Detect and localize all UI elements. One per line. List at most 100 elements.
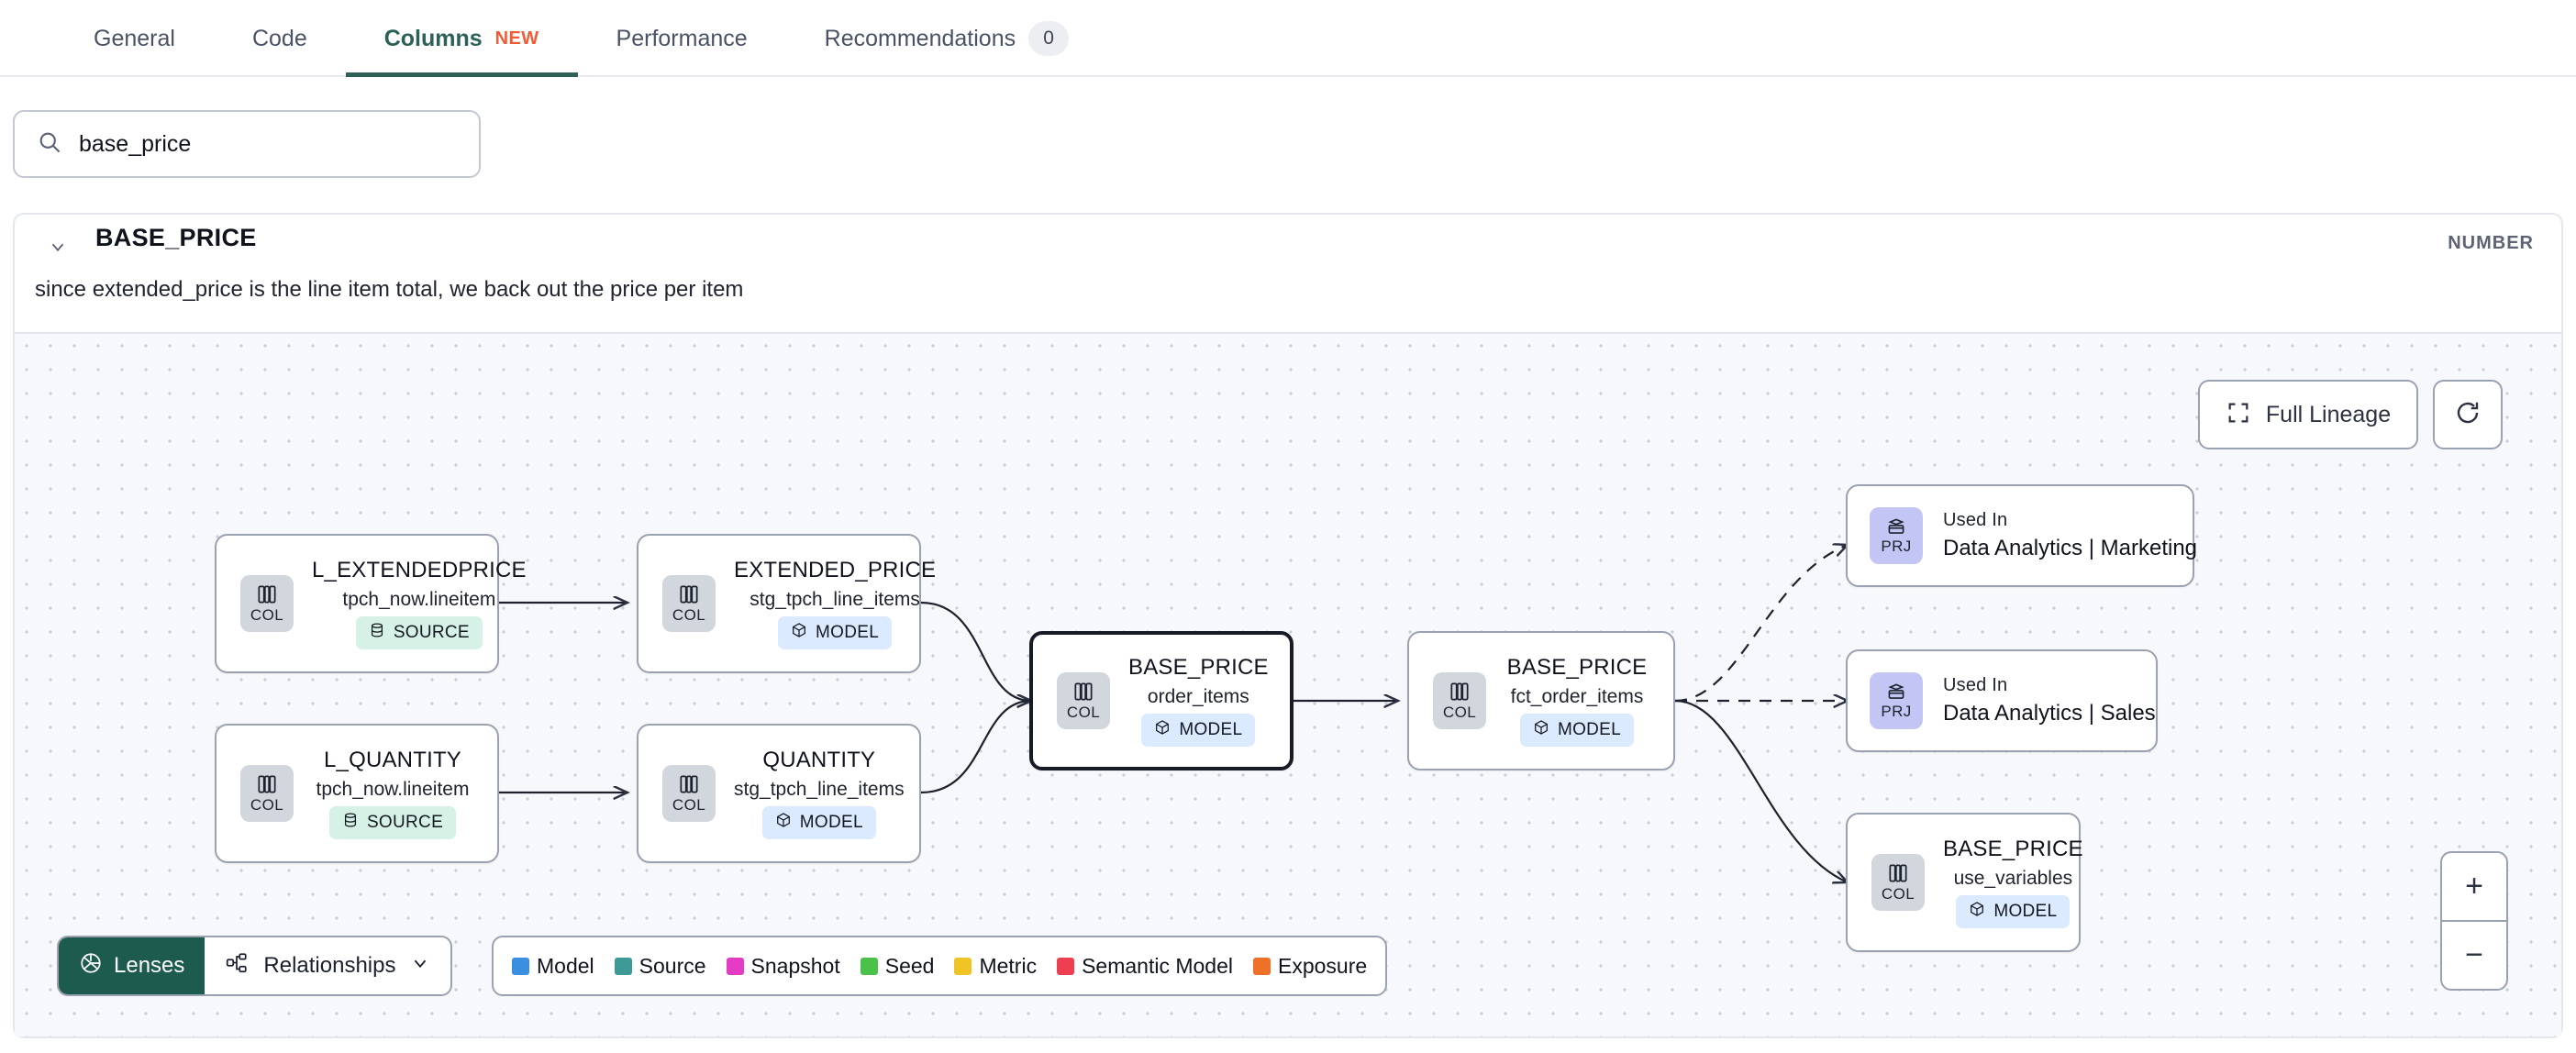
legend-swatch [614, 957, 632, 975]
kind-label: COL [1442, 703, 1477, 721]
legend-item[interactable]: Snapshot [726, 953, 840, 979]
tab-label: Code [251, 25, 307, 51]
node-subtitle: Data Analytics | Sales [1943, 701, 2156, 726]
legend-item[interactable]: Seed [860, 954, 934, 979]
zoom-out-button[interactable]: − [2465, 937, 2483, 972]
badge-label: SOURCE [393, 623, 470, 642]
node-subtitle: stg_tpch_line_items [749, 589, 920, 610]
node-subtitle: use_variables [1953, 868, 2073, 889]
tab-columns[interactable]: Columns NEW [345, 0, 578, 77]
legend-swatch [1253, 957, 1271, 975]
badge-label: MODEL [1557, 720, 1622, 739]
relationships-dropdown[interactable]: Relationships [205, 937, 450, 994]
expand-icon [2226, 400, 2251, 430]
cube-icon [791, 622, 807, 644]
column-kind-icon: COL [240, 575, 294, 632]
node-subtitle: fct_order_items [1510, 686, 1644, 707]
zoom-controls: + − [2440, 851, 2508, 991]
project-kind-icon: PRJ [1870, 507, 1923, 564]
node-type-badge: MODEL [761, 806, 876, 839]
node-subtitle: tpch_now.lineitem [342, 589, 496, 610]
node-subtitle: Data Analytics | Marketing [1943, 536, 2198, 560]
lineage-edges [495, 334, 2561, 1036]
search-value: base_price [79, 130, 192, 157]
legend-swatch [726, 957, 744, 975]
column-kind-icon: COL [1057, 672, 1110, 729]
node-type-badge: SOURCE [355, 616, 483, 649]
lineage-node-selected[interactable]: COL BASE_PRICE order_items MODEL [1029, 631, 1294, 770]
legend-label: Model [537, 953, 594, 978]
node-title: Used In [1943, 675, 2008, 695]
zoom-in-button[interactable]: + [2442, 853, 2506, 922]
legend-label: Semantic Model [1082, 953, 1233, 978]
tab-recommendations[interactable]: Recommendations 0 [786, 0, 1107, 77]
lineage-node[interactable]: COL BASE_PRICE use_variables MODEL [1846, 813, 2083, 952]
full-lineage-button[interactable]: Full Lineage [2198, 380, 2418, 449]
lineage-node[interactable]: COL QUANTITY stg_tpch_line_items MODEL [637, 724, 921, 863]
lineage-node[interactable]: COL EXTENDED_PRICE stg_tpch_line_items M… [637, 534, 936, 673]
lineage-canvas[interactable]: COL L_EXTENDEDPRICE tpch_now.lineitem SO… [15, 332, 2561, 1036]
column-kind-icon: COL [1433, 672, 1486, 729]
legend-item[interactable]: Semantic Model [1057, 954, 1233, 979]
tab-general[interactable]: General [55, 0, 214, 77]
column-description: since extended_price is the line item to… [35, 277, 744, 302]
column-kind-icon: COL [1871, 854, 1925, 911]
node-type-badge: MODEL [1141, 714, 1256, 747]
legend-label: Snapshot [750, 953, 840, 978]
search-input[interactable]: base_price [13, 110, 481, 178]
column-kind-icon: COL [240, 765, 294, 822]
kind-label: COL [1881, 884, 1915, 903]
node-subtitle: order_items [1147, 686, 1249, 707]
refresh-button[interactable] [2433, 380, 2503, 449]
chevron-down-icon[interactable] [48, 237, 68, 257]
lineage-node[interactable]: COL L_QUANTITY tpch_now.lineitem SOURCE [215, 724, 499, 863]
column-title: BASE_PRICE [95, 224, 257, 251]
column-datatype: NUMBER [2448, 233, 2534, 253]
legend-item[interactable]: Exposure [1253, 954, 1367, 979]
node-title: Used In [1943, 510, 2008, 530]
kind-label: COL [1066, 703, 1101, 721]
node-title: L_QUANTITY [323, 748, 462, 772]
node-subtitle: stg_tpch_line_items [734, 779, 905, 800]
lenses-button[interactable]: Lenses [59, 937, 205, 994]
database-icon [342, 812, 359, 834]
node-type-badge: SOURCE [328, 806, 457, 839]
cube-icon [1533, 719, 1549, 741]
lineage-node-project[interactable]: PRJ Used In Data Analytics | Sales [1846, 649, 2158, 752]
tab-label: Recommendations [824, 25, 1016, 51]
legend-swatch [860, 957, 878, 975]
lineage-legend: Model Source Snapshot Seed Metric Semantic Mo… [492, 936, 1388, 996]
tab-active-underline [345, 72, 578, 77]
tab-label: Performance [616, 25, 748, 51]
legend-item[interactable]: Source [614, 953, 706, 979]
lineage-node[interactable]: COL BASE_PRICE fct_order_items MODEL [1407, 631, 1675, 770]
kind-label: COL [672, 605, 706, 624]
column-kind-icon: COL [662, 765, 716, 822]
legend-swatch [1057, 957, 1075, 975]
tab-count-badge: 0 [1028, 21, 1070, 56]
node-title: BASE_PRICE [1128, 655, 1269, 680]
lineage-node-project[interactable]: PRJ Used In Data Analytics | Marketing [1846, 484, 2198, 587]
lenses-label: Lenses [114, 953, 185, 978]
node-type-badge: MODEL [1519, 714, 1635, 747]
kind-label: COL [672, 795, 706, 814]
tab-performance[interactable]: Performance [578, 0, 786, 77]
kind-label: PRJ [1881, 537, 1912, 555]
tab-new-badge: NEW [494, 28, 539, 49]
lineage-node[interactable]: COL L_EXTENDEDPRICE tpch_now.lineitem SO… [215, 534, 527, 673]
legend-swatch [512, 957, 529, 975]
legend-item[interactable]: Metric [954, 954, 1037, 979]
refresh-icon [2454, 399, 2482, 431]
tab-label: Columns [383, 25, 483, 51]
node-title: L_EXTENDEDPRICE [312, 558, 527, 582]
legend-label: Source [638, 953, 706, 978]
kind-label: PRJ [1881, 702, 1912, 720]
kind-label: COL [250, 795, 284, 814]
cube-icon [775, 812, 792, 834]
node-title: BASE_PRICE [1943, 837, 2083, 861]
legend-item[interactable]: Model [512, 954, 594, 979]
tab-code[interactable]: Code [214, 0, 346, 77]
badge-label: MODEL [1993, 902, 2058, 921]
column-kind-icon: COL [662, 575, 716, 632]
legend-swatch [954, 957, 972, 975]
